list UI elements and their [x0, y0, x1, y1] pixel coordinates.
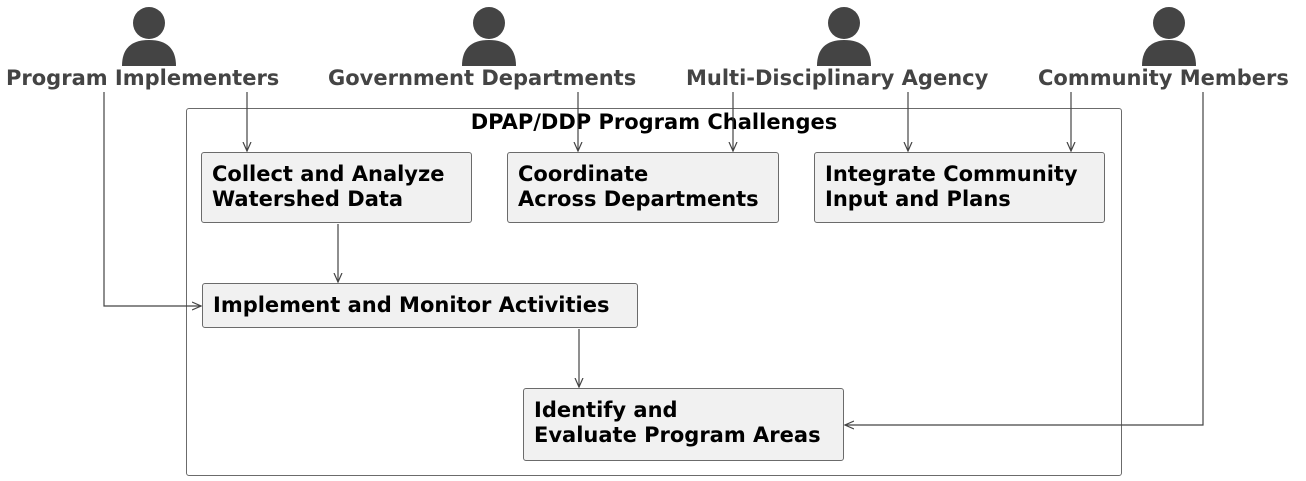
edge-implementers-implement	[103, 92, 201, 306]
person-icon	[462, 7, 516, 66]
actor-label: Government Departments	[328, 66, 637, 90]
actor-label: Multi-Disciplinary Agency	[686, 66, 989, 90]
usecase-line: Coordinate	[518, 162, 649, 186]
actor-label: Program Implementers	[6, 66, 280, 90]
usecase-line: Collect and Analyze	[212, 162, 445, 186]
usecase-line: Identify and	[534, 398, 678, 422]
system-boundary	[186, 108, 1122, 476]
boundary-title: DPAP/DDP Program Challenges	[470, 110, 838, 134]
actor-label: Community Members	[1038, 66, 1289, 90]
person-icon	[1142, 7, 1196, 66]
usecase-line: Implement and Monitor Activities	[213, 293, 610, 317]
edge-community-identify	[845, 92, 1204, 425]
usecase-collect-analyze: Collect and Analyze Watershed Data	[201, 152, 472, 223]
usecase-line: Across Departments	[518, 187, 759, 211]
usecase-implement-monitor: Implement and Monitor Activities	[202, 283, 638, 328]
usecase-coordinate: Coordinate Across Departments	[507, 152, 779, 223]
person-icon	[122, 7, 176, 66]
usecase-line: Integrate Community	[825, 162, 1078, 186]
usecase-identify-evaluate: Identify and Evaluate Program Areas	[523, 388, 844, 461]
usecase-line: Evaluate Program Areas	[534, 423, 821, 447]
usecase-integrate: Integrate Community Input and Plans	[814, 152, 1105, 223]
usecase-line: Input and Plans	[825, 187, 1011, 211]
person-icon	[817, 7, 871, 66]
usecase-line: Watershed Data	[212, 187, 404, 211]
